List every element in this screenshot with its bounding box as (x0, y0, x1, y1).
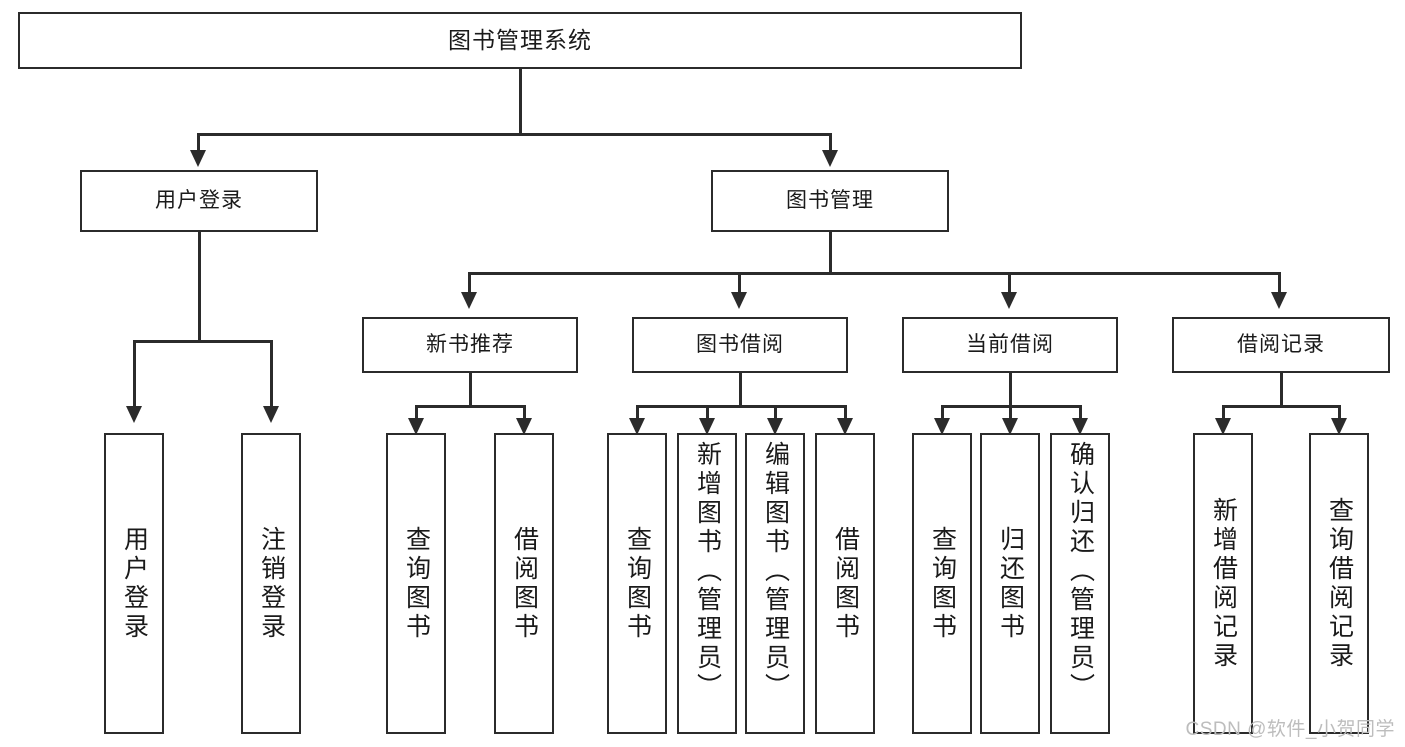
connector-root-to-user-login (197, 133, 200, 152)
connector-new-book-stem (469, 373, 472, 407)
connector-br-to-leaf-1 (1222, 405, 1225, 420)
connector-new-book-bus (415, 405, 525, 408)
connector-root-stem (519, 69, 522, 135)
connector-bm-to-new-book (468, 272, 471, 294)
connector-current-borrow-stem (1009, 373, 1012, 407)
leaf-new-book-query-book[interactable]: 查询图书 (386, 433, 446, 734)
arrow-nb-to-leaf-2 (516, 418, 532, 435)
leaf-current-borrow-query-book[interactable]: 查询图书 (912, 433, 972, 734)
arrow-root-to-book-management (822, 150, 838, 167)
connector-user-login-bus (133, 340, 270, 343)
connector-br-to-leaf-2 (1338, 405, 1341, 420)
leaf-book-borrow-add-book-admin[interactable]: 新增图书（管理员） (677, 433, 737, 734)
connector-root-bus (197, 133, 831, 136)
leaf-current-borrow-return-book[interactable]: 归还图书 (980, 433, 1040, 734)
leaf-book-borrow-borrow-book[interactable]: 借阅图书 (815, 433, 875, 734)
arrow-bm-to-borrow-record (1271, 292, 1287, 309)
arrow-bb-to-leaf-4 (837, 418, 853, 435)
connector-bb-to-leaf-2 (706, 405, 709, 420)
connector-book-management-bus (468, 272, 1280, 275)
connector-book-borrow-stem (739, 373, 742, 407)
leaf-user-login-logout[interactable]: 注销登录 (241, 433, 301, 734)
node-current-borrow[interactable]: 当前借阅 (902, 317, 1118, 373)
arrow-br-to-leaf-2 (1331, 418, 1347, 435)
connector-nb-to-leaf-1 (415, 405, 418, 420)
connector-book-management-stem (829, 232, 832, 274)
arrow-bb-to-leaf-1 (629, 418, 645, 435)
connector-bm-to-current-borrow (1008, 272, 1011, 294)
connector-user-login-to-leaf-1 (133, 340, 136, 408)
arrow-cb-to-leaf-2 (1002, 418, 1018, 435)
arrow-br-to-leaf-1 (1215, 418, 1231, 435)
leaf-user-login-login[interactable]: 用户登录 (104, 433, 164, 734)
node-book-management[interactable]: 图书管理 (711, 170, 949, 232)
arrow-cb-to-leaf-3 (1072, 418, 1088, 435)
leaf-borrow-record-query-record[interactable]: 查询借阅记录 (1309, 433, 1369, 734)
connector-nb-to-leaf-2 (523, 405, 526, 420)
connector-bb-to-leaf-4 (844, 405, 847, 420)
connector-borrow-record-stem (1280, 373, 1283, 407)
leaf-new-book-borrow-book[interactable]: 借阅图书 (494, 433, 554, 734)
connector-bm-to-borrow-record (1278, 272, 1281, 294)
connector-bb-to-leaf-3 (774, 405, 777, 420)
connector-cb-to-leaf-3 (1079, 405, 1082, 420)
arrow-bm-to-book-borrow (731, 292, 747, 309)
connector-cb-to-leaf-2 (1009, 405, 1012, 420)
arrow-user-login-to-leaf-2 (263, 406, 279, 423)
leaf-current-borrow-confirm-return-admin[interactable]: 确认归还（管理员） (1050, 433, 1110, 734)
node-book-borrow[interactable]: 图书借阅 (632, 317, 848, 373)
connector-user-login-to-leaf-2 (270, 340, 273, 408)
arrow-cb-to-leaf-1 (934, 418, 950, 435)
node-new-book-recommend[interactable]: 新书推荐 (362, 317, 578, 373)
connector-book-borrow-bus (636, 405, 844, 408)
arrow-bm-to-current-borrow (1001, 292, 1017, 309)
arrow-bb-to-leaf-3 (767, 418, 783, 435)
connector-borrow-record-bus (1222, 405, 1340, 408)
connector-user-login-stem (198, 232, 201, 342)
connector-bm-to-book-borrow (738, 272, 741, 294)
arrow-nb-to-leaf-1 (408, 418, 424, 435)
connector-bb-to-leaf-1 (636, 405, 639, 420)
connector-cb-to-leaf-1 (941, 405, 944, 420)
leaf-borrow-record-add-record[interactable]: 新增借阅记录 (1193, 433, 1253, 734)
node-borrow-record[interactable]: 借阅记录 (1172, 317, 1390, 373)
arrow-root-to-user-login (190, 150, 206, 167)
arrow-user-login-to-leaf-1 (126, 406, 142, 423)
leaf-book-borrow-edit-book-admin[interactable]: 编辑图书（管理员） (745, 433, 805, 734)
node-root-book-management-system[interactable]: 图书管理系统 (18, 12, 1022, 69)
connector-root-to-book-management (829, 133, 832, 152)
arrow-bb-to-leaf-2 (699, 418, 715, 435)
leaf-book-borrow-query-book[interactable]: 查询图书 (607, 433, 667, 734)
arrow-bm-to-new-book (461, 292, 477, 309)
node-user-login[interactable]: 用户登录 (80, 170, 318, 232)
